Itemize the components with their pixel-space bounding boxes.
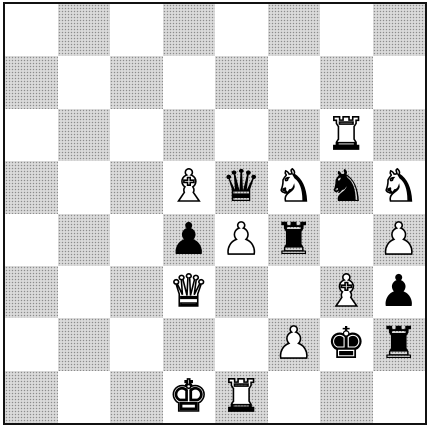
square-h8[interactable] — [373, 4, 426, 56]
white-queen-icon[interactable]: ♛ — [169, 270, 208, 314]
square-c7[interactable] — [110, 56, 163, 108]
square-d4[interactable]: ♟ — [163, 214, 216, 266]
white-pawn-icon[interactable]: ♟ — [222, 218, 261, 262]
white-pawn-icon[interactable]: ♟ — [274, 322, 313, 366]
square-a3[interactable] — [5, 266, 58, 318]
square-a6[interactable] — [5, 109, 58, 161]
white-king-icon[interactable]: ♚ — [169, 375, 208, 419]
square-g5[interactable]: ♞ — [320, 161, 373, 213]
black-pawn-icon[interactable]: ♟ — [379, 270, 418, 314]
square-a1[interactable] — [5, 371, 58, 423]
white-knight-icon[interactable]: ♞ — [274, 165, 313, 209]
square-e3[interactable] — [215, 266, 268, 318]
square-f2[interactable]: ♟ — [268, 318, 321, 370]
square-f6[interactable] — [268, 109, 321, 161]
square-b3[interactable] — [58, 266, 111, 318]
square-a8[interactable] — [5, 4, 58, 56]
square-c3[interactable] — [110, 266, 163, 318]
square-f4[interactable]: ♜ — [268, 214, 321, 266]
square-e4[interactable]: ♟ — [215, 214, 268, 266]
square-c1[interactable] — [110, 371, 163, 423]
square-f7[interactable] — [268, 56, 321, 108]
square-e1[interactable]: ♜ — [215, 371, 268, 423]
square-c2[interactable] — [110, 318, 163, 370]
square-h7[interactable] — [373, 56, 426, 108]
black-knight-icon[interactable]: ♞ — [327, 165, 366, 209]
square-e2[interactable] — [215, 318, 268, 370]
square-d8[interactable] — [163, 4, 216, 56]
square-b4[interactable] — [58, 214, 111, 266]
square-e6[interactable] — [215, 109, 268, 161]
black-rook-icon[interactable]: ♜ — [274, 218, 313, 262]
white-pawn-icon[interactable]: ♟ — [379, 218, 418, 262]
chess-board-frame: ♜ ♝ ♛ ♞ ♞ ♞ ♟ ♟ ♜ ♟ ♛ ♝ ♟ ♟ ♚ ♜ ♚ ♜ — [3, 2, 427, 425]
square-c4[interactable] — [110, 214, 163, 266]
square-f1[interactable] — [268, 371, 321, 423]
square-g1[interactable] — [320, 371, 373, 423]
square-g8[interactable] — [320, 4, 373, 56]
square-d2[interactable] — [163, 318, 216, 370]
square-b2[interactable] — [58, 318, 111, 370]
square-h5[interactable]: ♞ — [373, 161, 426, 213]
square-c5[interactable] — [110, 161, 163, 213]
chess-board: ♜ ♝ ♛ ♞ ♞ ♞ ♟ ♟ ♜ ♟ ♛ ♝ ♟ ♟ ♚ ♜ ♚ ♜ — [5, 4, 425, 423]
square-h1[interactable] — [373, 371, 426, 423]
square-g3[interactable]: ♝ — [320, 266, 373, 318]
square-a5[interactable] — [5, 161, 58, 213]
square-g6[interactable]: ♜ — [320, 109, 373, 161]
black-rook-icon[interactable]: ♜ — [379, 322, 418, 366]
square-b5[interactable] — [58, 161, 111, 213]
square-c6[interactable] — [110, 109, 163, 161]
square-h6[interactable] — [373, 109, 426, 161]
square-d3[interactable]: ♛ — [163, 266, 216, 318]
square-d7[interactable] — [163, 56, 216, 108]
square-e7[interactable] — [215, 56, 268, 108]
square-h4[interactable]: ♟ — [373, 214, 426, 266]
white-knight-icon[interactable]: ♞ — [379, 165, 418, 209]
square-e5[interactable]: ♛ — [215, 161, 268, 213]
square-h2[interactable]: ♜ — [373, 318, 426, 370]
square-d6[interactable] — [163, 109, 216, 161]
white-bishop-icon[interactable]: ♝ — [169, 165, 208, 209]
white-rook-icon[interactable]: ♜ — [327, 113, 366, 157]
black-pawn-icon[interactable]: ♟ — [169, 218, 208, 262]
square-f5[interactable]: ♞ — [268, 161, 321, 213]
square-b7[interactable] — [58, 56, 111, 108]
square-d5[interactable]: ♝ — [163, 161, 216, 213]
square-c8[interactable] — [110, 4, 163, 56]
square-d1[interactable]: ♚ — [163, 371, 216, 423]
square-g4[interactable] — [320, 214, 373, 266]
black-king-icon[interactable]: ♚ — [327, 322, 366, 366]
black-queen-icon[interactable]: ♛ — [222, 165, 261, 209]
square-f3[interactable] — [268, 266, 321, 318]
square-b8[interactable] — [58, 4, 111, 56]
square-g2[interactable]: ♚ — [320, 318, 373, 370]
square-e8[interactable] — [215, 4, 268, 56]
square-a7[interactable] — [5, 56, 58, 108]
white-bishop-icon[interactable]: ♝ — [327, 270, 366, 314]
square-b6[interactable] — [58, 109, 111, 161]
square-g7[interactable] — [320, 56, 373, 108]
square-a2[interactable] — [5, 318, 58, 370]
square-f8[interactable] — [268, 4, 321, 56]
square-a4[interactable] — [5, 214, 58, 266]
square-b1[interactable] — [58, 371, 111, 423]
square-h3[interactable]: ♟ — [373, 266, 426, 318]
white-rook-icon[interactable]: ♜ — [222, 375, 261, 419]
